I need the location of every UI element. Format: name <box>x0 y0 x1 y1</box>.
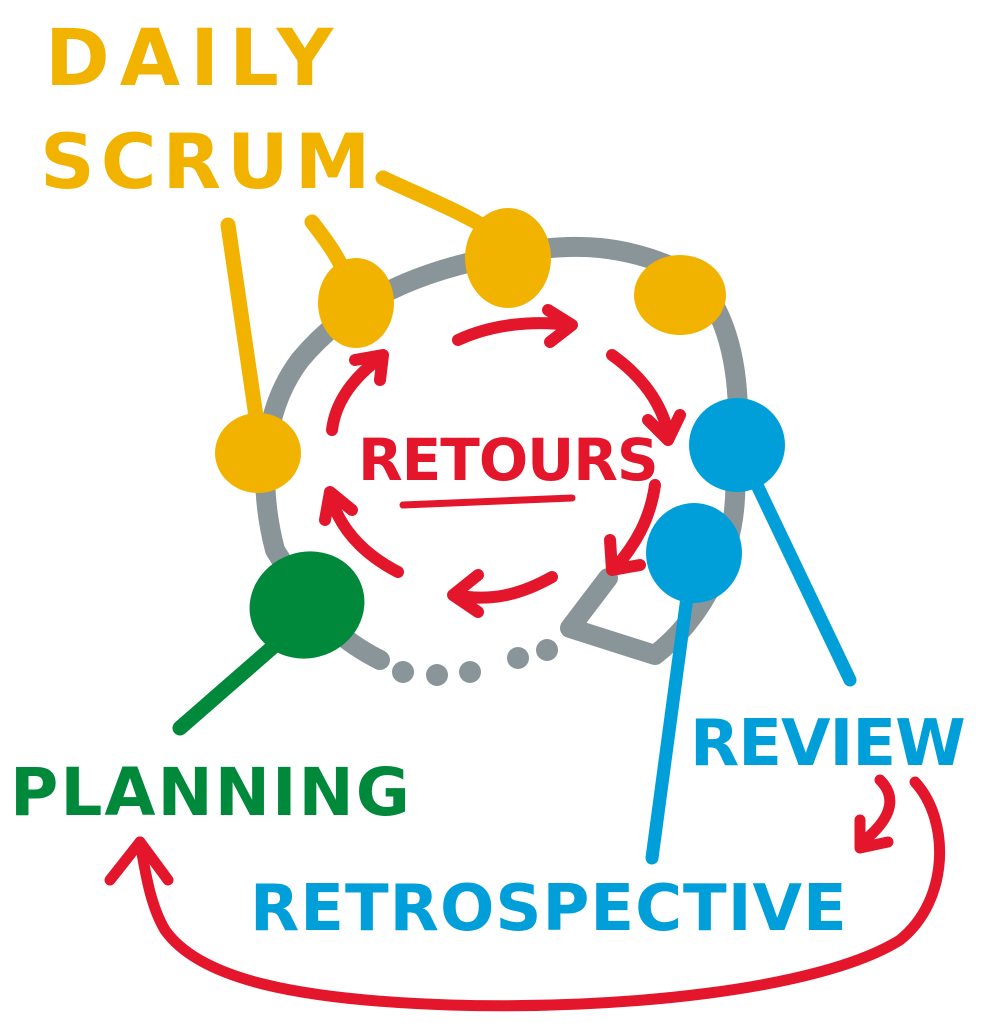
retours-arrow <box>326 349 389 436</box>
cycle-dot <box>426 664 448 686</box>
planning-pin <box>172 551 365 736</box>
loop-back-arrow-line <box>134 776 946 1012</box>
retrospective-label: RETROSPECTIVE <box>250 872 848 946</box>
planning-label: PLANNING <box>10 754 412 831</box>
review-to-retro-arrow <box>854 774 896 854</box>
daily-label-line2: SCRUM <box>40 117 376 206</box>
daily-pin-stick <box>220 217 266 438</box>
review-pin-head <box>689 398 785 492</box>
retrospective-pin-stick <box>645 553 699 865</box>
daily-scrum-pins <box>215 170 726 493</box>
cycle-dot <box>392 661 414 683</box>
cycle-dot <box>536 639 558 661</box>
daily-pin-head <box>465 208 551 308</box>
loop-back-arrow-head <box>104 836 174 886</box>
retours-arrows <box>319 304 686 618</box>
daily-pin-head <box>318 258 394 348</box>
retours-label: RETOURS <box>358 426 658 494</box>
sprint-cycle-dots <box>392 639 558 686</box>
daily-label-line1: DAILY <box>45 14 343 104</box>
retours-arrow <box>319 486 404 578</box>
planning-pin-head <box>249 551 365 659</box>
cycle-dot <box>459 661 481 683</box>
review-pins <box>645 398 857 865</box>
review-pin-stick <box>738 453 857 687</box>
retrospective-pin-head <box>646 503 742 603</box>
review-to-planning-arrow <box>104 774 946 1012</box>
review-label: REVIEW <box>690 707 965 781</box>
daily-pin-head <box>634 255 726 335</box>
retours-underline <box>399 494 576 509</box>
cycle-dot <box>507 647 529 669</box>
retours-arrow <box>447 569 558 618</box>
retours-arrow <box>604 479 661 576</box>
retours-arrow <box>452 304 578 348</box>
retours-arrow <box>606 349 686 446</box>
daily-pin-head <box>215 413 301 493</box>
